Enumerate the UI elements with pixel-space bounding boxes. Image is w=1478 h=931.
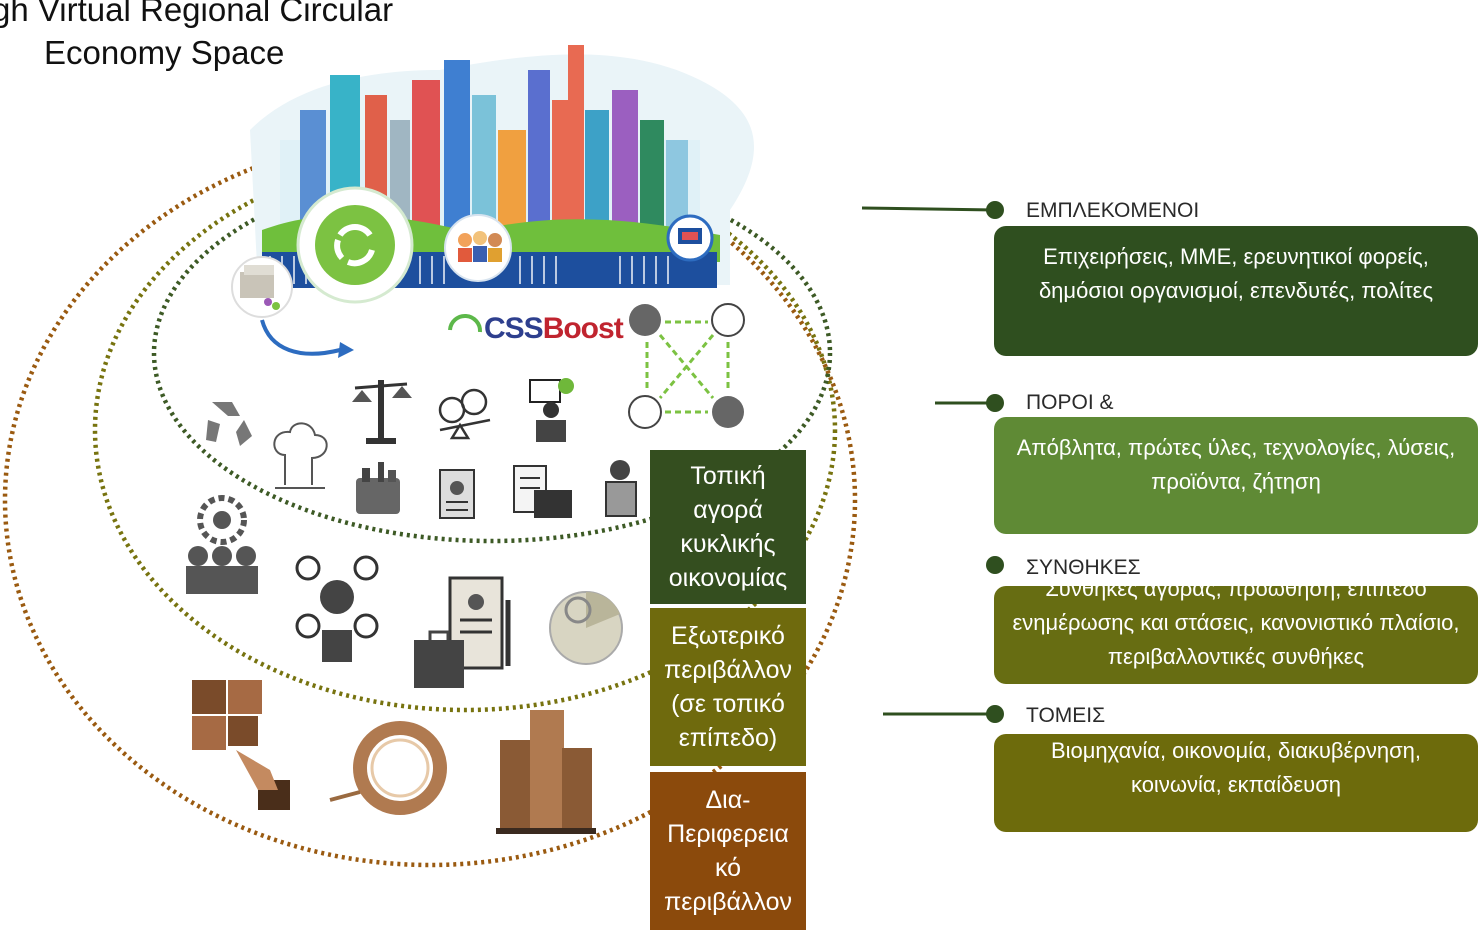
clipboard-briefcase-icon [513, 465, 572, 518]
layer-local-market-label: Τοπική αγορά κυκλικής οικονομίας [668, 462, 788, 592]
circular-arrows-icon [329, 721, 447, 815]
recycle-icon [206, 402, 252, 446]
layer-interregional-environment-label: Δια-Περιφερεια κό περιβάλλον [663, 786, 793, 916]
basket-icon [356, 462, 400, 514]
logo-swirl-icon [448, 313, 483, 333]
contract-briefcase-icon [414, 576, 511, 688]
category-actors-box: Επιχειρήσεις, ΜΜΕ, ερευνητικοί φορείς, δ… [994, 226, 1478, 356]
logo-suffix: Boost [542, 312, 624, 345]
middle-ring [92, 147, 838, 713]
puzzle-hand-icon [192, 680, 290, 810]
layer-local-market: Τοπική αγορά κυκλικής οικονομίας [650, 450, 806, 604]
logo-prefix: CSS [484, 312, 544, 345]
category-conditions-box: Συνθήκες αγοράς, προώθηση, επίπεδο ενημέ… [994, 586, 1478, 684]
category-resources-label: ΠΟΡΟΙ & [1026, 391, 1114, 414]
layer-interregional-environment: Δια-Περιφερεια κό περιβάλλον [650, 772, 806, 930]
category-resources-text: Απόβλητα, πρώτες ύλες, τεχνολογίες, λύσε… [1016, 435, 1456, 494]
city-skyline-illustration [250, 45, 754, 288]
diagram-title: gh Virtual Regional Circular Economy Spa… [0, 0, 393, 74]
title-line-1: gh Virtual Regional Circular [0, 0, 394, 28]
business-network-icon [295, 555, 379, 662]
coins-balance-icon [438, 388, 491, 440]
worker-icon [605, 460, 637, 517]
head-network-icon [628, 303, 745, 429]
title-line-2: Economy Space [44, 34, 285, 71]
category-sectors-label: ΤΟΜΕΙΣ [1026, 704, 1106, 727]
recycle-circle-icon [296, 186, 414, 304]
cycle-arrow-icon [260, 319, 341, 356]
scales-icon [352, 380, 412, 444]
category-actors-label: ΕΜΠΛΕΚΟΜΕΝΟΙ [1026, 199, 1200, 222]
layer-external-environment-label: Εξωτερικό περιβάλλον (σε τοπικό επίπεδο) [663, 622, 793, 752]
category-sectors-box: Βιομηχανία, οικονομία, διακυβέρνηση, κοι… [994, 734, 1478, 832]
category-actors-text: Επιχειρήσεις, ΜΜΕ, ερευνητικοί φορείς, δ… [1038, 244, 1434, 303]
layer-external-environment: Εξωτερικό περιβάλλον (σε τοπικό επίπεδο) [650, 608, 806, 766]
category-conditions-text: Συνθήκες αγοράς, προώθηση, επίπεδο ενημέ… [1012, 586, 1460, 669]
team-gear-icon [186, 495, 258, 594]
buildings-icon [496, 710, 596, 834]
connector-lines [861, 206, 996, 716]
presenter-icon [529, 378, 574, 442]
pie-analysis-icon [549, 591, 623, 665]
connector-dots [986, 201, 1004, 723]
certificate-icon [439, 469, 475, 519]
forest-icon [273, 422, 328, 489]
cycle-arrowhead-icon [338, 342, 354, 358]
category-resources-box: Απόβλητα, πρώτες ύλες, τεχνολογίες, λύσε… [994, 417, 1478, 534]
monitor-icon [666, 214, 714, 272]
cssboost-logo: CSSBoost [484, 312, 624, 346]
package-circle-icon [231, 256, 293, 318]
category-sectors-text: Βιομηχανία, οικονομία, διακυβέρνηση, κοι… [1050, 738, 1422, 797]
category-conditions-label: ΣΥΝΘΗΚΕΣ [1026, 556, 1141, 579]
inner-ring [151, 162, 833, 544]
people-circle-icon [444, 214, 512, 282]
